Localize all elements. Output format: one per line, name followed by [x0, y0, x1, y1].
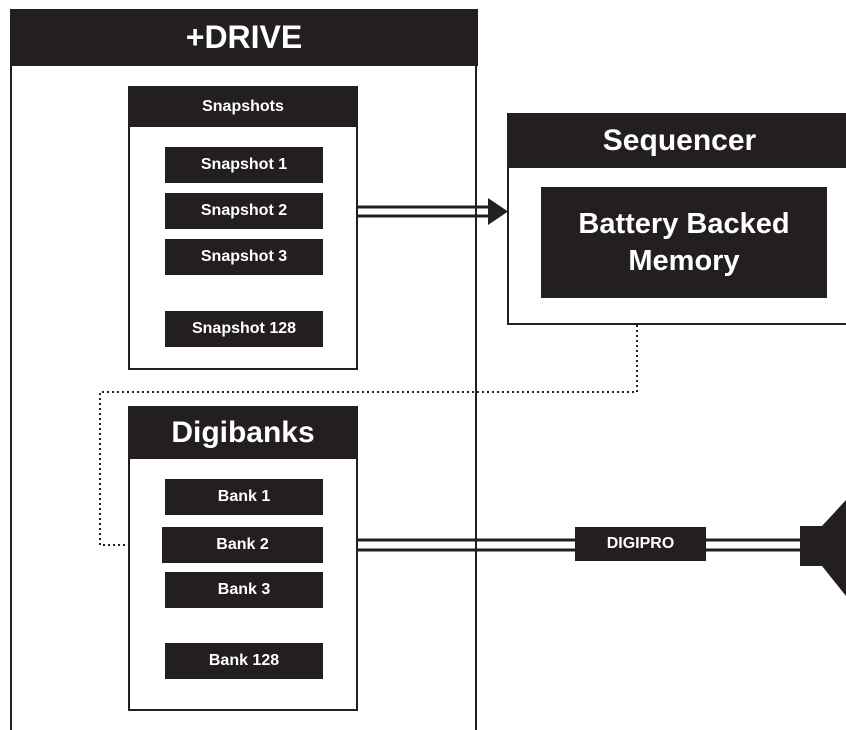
- snapshot-item[interactable]: Snapshot 3: [165, 239, 323, 275]
- digibanks-title: Digibanks: [171, 415, 315, 449]
- battery-memory-block: Battery Backed Memory: [541, 187, 827, 298]
- bank-item[interactable]: Bank 2: [162, 527, 323, 563]
- snapshot-item[interactable]: Snapshot 1: [165, 147, 323, 183]
- digipro-label: DIGIPRO: [575, 527, 706, 561]
- drive-title: +DRIVE: [185, 19, 303, 55]
- bank-item[interactable]: Bank 1: [165, 479, 323, 515]
- snapshot-item[interactable]: Snapshot 2: [165, 193, 323, 229]
- snapshots-header: Snapshots: [128, 86, 358, 127]
- speaker-icon: [800, 500, 846, 596]
- snapshot-item[interactable]: Snapshot 128: [165, 311, 323, 347]
- bank-item[interactable]: Bank 3: [165, 572, 323, 608]
- digibanks-header: Digibanks: [128, 406, 358, 459]
- battery-memory-label: Battery Backed Memory: [578, 208, 790, 277]
- sequencer-header: Sequencer: [507, 113, 846, 168]
- snapshots-title: Snapshots: [202, 97, 284, 115]
- drive-header: +DRIVE: [10, 9, 478, 66]
- bank-to-digipro-line: [324, 538, 802, 552]
- bank-item[interactable]: Bank 128: [165, 643, 323, 679]
- sequencer-title: Sequencer: [602, 123, 757, 157]
